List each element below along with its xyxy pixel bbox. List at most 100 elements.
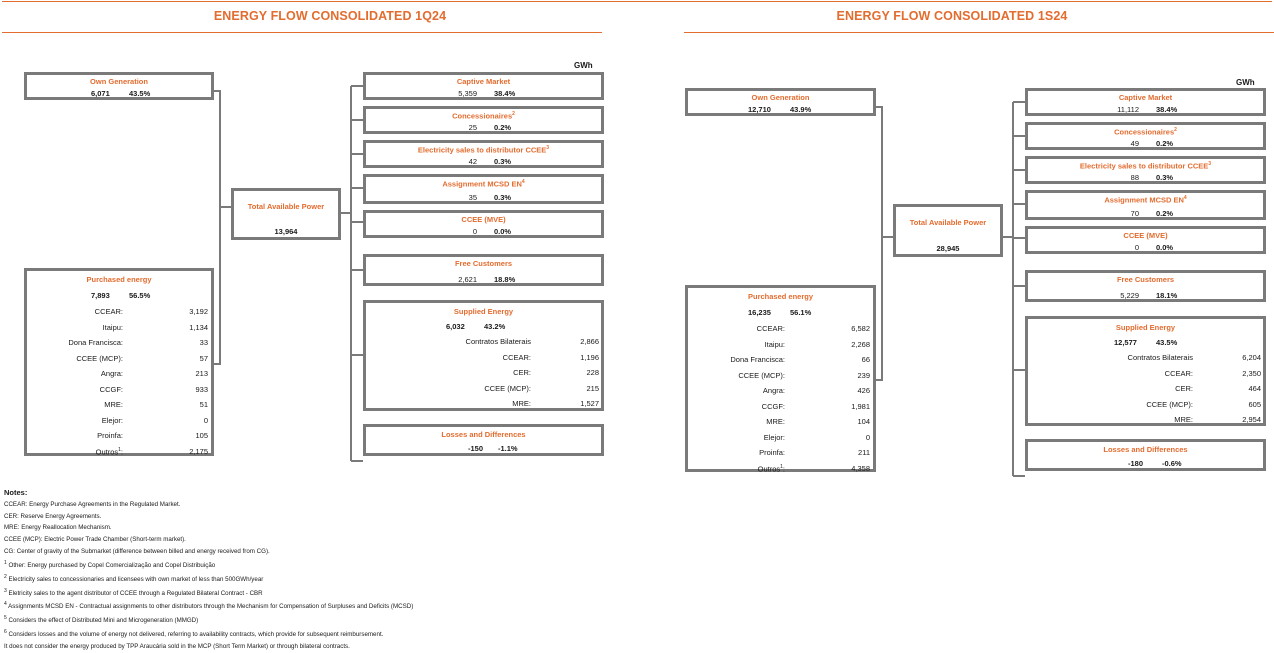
output-value: 70: [1130, 209, 1139, 218]
output-value: 11,112: [1117, 105, 1139, 114]
output-label: Assignment MCSD EN4: [1028, 195, 1263, 205]
title-underline-1q24: [2, 32, 602, 33]
supplied-row-value: 464: [1248, 384, 1261, 393]
note-text: CG: Center of gravity of the Submarket (…: [4, 547, 270, 555]
total-available-value: 13,964: [274, 227, 298, 236]
output-pct: 0.0%: [1156, 243, 1174, 252]
losses-box: Losses and Differences -180 -0.6%: [1025, 439, 1266, 471]
output-pct: 0.2%: [494, 123, 512, 132]
purchased-row-value: 239: [857, 370, 870, 380]
notes-lines: CCEAR: Energy Purchase Agreements in the…: [4, 499, 413, 653]
purchased-energy-box: Purchased energy 7,893 56.5% CCEAR:3,192…: [24, 268, 214, 456]
purchased-row-name: Dona Francisca:: [730, 355, 785, 364]
supplied-row-value: 1,196: [580, 352, 599, 362]
row-name-text: MRE:: [766, 417, 785, 426]
output-pct: 0.3%: [494, 157, 512, 166]
note-line: 5 Considers the effect of Distributed Mi…: [4, 613, 413, 627]
note-line: 2 Electricity sales to concessionaries a…: [4, 572, 413, 586]
own-generation-value: 6,071: [91, 89, 110, 98]
row-name-text: Outros: [757, 464, 781, 473]
output-label-text: Free Customers: [1116, 275, 1175, 284]
output-value: 25: [468, 123, 477, 132]
purchased-row-value: 105: [195, 431, 208, 440]
note-line: It does not consider the energy produced…: [4, 641, 413, 653]
row-name-text: Outros: [95, 447, 119, 456]
supplied-row-value: 6,204: [1242, 353, 1261, 362]
output-value: 35: [468, 193, 477, 202]
losses-pct: -0.6%: [1162, 459, 1182, 468]
purchased-row-value: 2,268: [851, 339, 870, 349]
note-text: Other: Energy purchased by Copel Comerci…: [6, 561, 216, 569]
footnote-marker: 3: [1208, 161, 1212, 167]
output-label-text: Electricity sales to distributor CCEE: [1079, 161, 1209, 171]
purchased-row-name: CCEE (MCP):: [738, 371, 785, 380]
output-label: Captive Market: [366, 77, 601, 86]
purchased-energy-pct: 56.1%: [790, 308, 812, 317]
note-line: 6 Considers losses and the volume of ene…: [4, 627, 413, 641]
unit-label-1q24: GWh: [574, 61, 593, 70]
supplied-row-name: Contratos Bilaterais: [1127, 353, 1193, 362]
note-text: CER: Reserve Energy Agreements.: [4, 512, 102, 520]
supplied-row-name: CCEE (MCP):: [484, 383, 531, 393]
supplied-row-value: 1,527: [580, 399, 599, 408]
purchased-row-name: CCGF:: [762, 402, 785, 411]
note-line: MRE: Energy Reallocation Mechanism.: [4, 522, 413, 534]
purchased-row-value: 426: [857, 386, 870, 395]
purchased-row-value: 104: [857, 417, 870, 426]
row-name-text: Proinfa:: [759, 448, 785, 457]
notes-heading: Notes:: [4, 488, 28, 497]
output-value: 0: [472, 227, 477, 236]
purchased-row-name: MRE:: [766, 417, 785, 426]
supplied-row-name: CCEE (MCP):: [1146, 399, 1193, 409]
output-value: 42: [468, 157, 477, 166]
row-name-text: CCGF:: [761, 401, 785, 411]
output-label: Free Customers: [366, 259, 601, 268]
supplied-energy-value: 6,032: [446, 322, 465, 331]
purchased-row-name: Outros1:: [758, 464, 785, 474]
note-line: CG: Center of gravity of the Submarket (…: [4, 546, 413, 558]
total-available-box: Total Available Power 13,964: [231, 188, 341, 240]
own-generation-label: Own Generation: [751, 93, 810, 102]
supplied-row-value: 2,350: [1242, 368, 1261, 378]
note-line: 4 Assignments MCSD EN - Contractual assi…: [4, 599, 413, 613]
supplied-energy-value: 12,577: [1114, 338, 1137, 347]
purchased-row-value: 6,582: [851, 324, 870, 333]
purchased-row-value: 2,175: [189, 446, 208, 456]
own-generation-label: Own Generation: [90, 77, 148, 86]
purchased-row-value: 57: [199, 353, 208, 363]
purchased-energy-value: 16,235: [748, 308, 771, 317]
footnote-marker: 1: [4, 559, 7, 566]
output-pct: 0.2%: [1156, 209, 1174, 218]
purchased-row-name: Elejor:: [102, 416, 123, 425]
row-name-text: Proinfa:: [97, 431, 123, 440]
own-generation-box: Own Generation 12,710 43.9%: [685, 88, 876, 116]
panel-title-1s24: ENERGY FLOW CONSOLIDATED 1S24: [836, 9, 1068, 23]
purchased-row-value: 3,192: [189, 307, 208, 316]
losses-label: Losses and Differences: [441, 430, 526, 439]
supplied-row-name: CCEAR:: [502, 352, 531, 362]
purchased-row-name: CCGF:: [100, 385, 123, 394]
footnote-marker: 1: [780, 463, 783, 470]
note-text: Considers losses and the volume of energ…: [6, 631, 384, 639]
output-value: 88: [1130, 173, 1139, 182]
purchased-energy-box: Purchased energy 16,235 56.1% CCEAR:6,58…: [685, 285, 876, 474]
footnote-marker: 3: [4, 587, 7, 594]
purchased-row-name: CCEAR:: [757, 324, 785, 333]
output-pct: 0.0%: [494, 227, 512, 236]
output-label-text: Free Customers: [454, 259, 513, 268]
losses-value: -150: [468, 444, 484, 453]
row-name-text: Angra:: [100, 369, 123, 378]
row-name-text: Dona Francisca:: [68, 338, 123, 347]
purchased-row-name: Angra:: [763, 386, 785, 395]
output-value: 5,229: [1120, 291, 1139, 300]
output-label: Assignment MCSD EN4: [366, 179, 601, 189]
output-label: Electricity sales to distributor CCEE3: [1028, 161, 1263, 171]
purchased-row-value: 1,134: [189, 322, 208, 332]
output-pct: 38.4%: [494, 89, 516, 98]
